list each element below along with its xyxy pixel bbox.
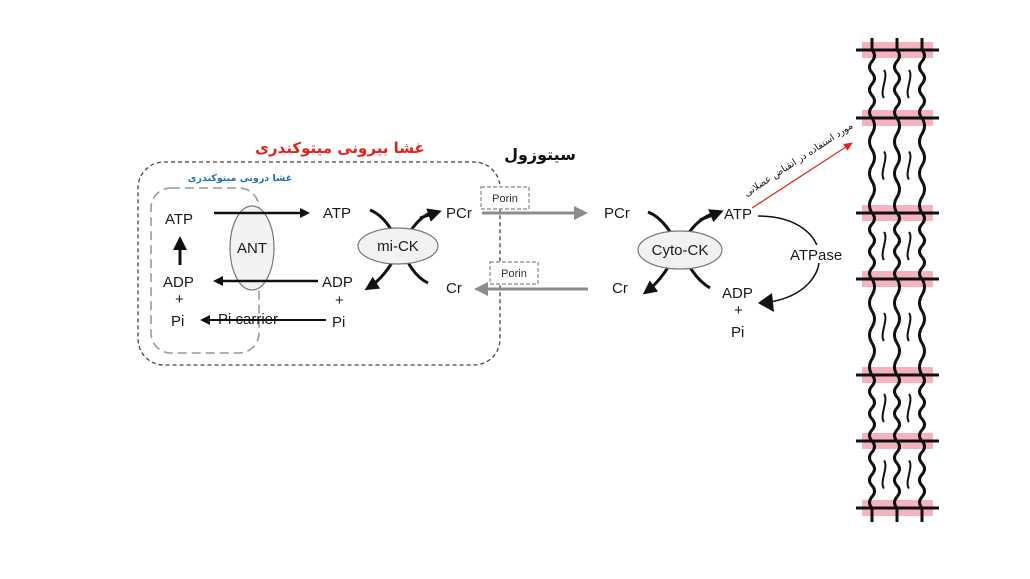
cytosol-title: سیتوزول — [504, 145, 576, 164]
matrix-plus: + — [175, 291, 184, 308]
mi-ck-enzyme — [357, 227, 439, 265]
ims-adp: ADP — [322, 274, 353, 291]
mito-cr: Cr — [446, 280, 462, 297]
cyto-plus: + — [734, 302, 743, 319]
outer-membrane — [137, 161, 501, 366]
porin-bottom-label: Porin — [501, 268, 527, 280]
atpase-label-bg — [788, 245, 844, 263]
ant-translocator — [229, 205, 275, 291]
mick-pcr-arrow — [419, 208, 442, 222]
cyto-pi: Pi — [731, 324, 744, 341]
cyto-adp: ADP — [722, 285, 753, 302]
ant-label: ANT — [237, 240, 267, 257]
outer-membrane-title: غشا بیرونی میتوکندری — [255, 139, 425, 157]
matrix-adp: ADP — [163, 274, 194, 291]
cyto-ck-enzyme — [637, 230, 723, 270]
porin-top-box — [480, 186, 530, 210]
ims-atp: ATP — [323, 205, 351, 222]
usage-note: مورد استفاده در انقباض عضلانی — [742, 121, 855, 200]
porin-bottom-box — [489, 261, 539, 285]
cyto-pcr: PCr — [604, 205, 630, 222]
mito-pcr: PCr — [446, 205, 472, 222]
atpase-label: ATPase — [790, 247, 842, 264]
ims-pi: Pi — [332, 314, 345, 331]
porin-top-label: Porin — [492, 193, 518, 205]
mi-ck-label: mi-CK — [377, 238, 419, 255]
atpase-arrowhead — [758, 293, 774, 312]
inner-membrane-title: غشا درونی میتوکندری — [188, 173, 292, 184]
matrix-pi: Pi — [171, 313, 184, 330]
cyto-atp: ATP — [724, 206, 752, 223]
cyto-ck-label: Cyto-CK — [652, 242, 709, 259]
ims-plus: + — [335, 292, 344, 309]
sarcomere-icon — [856, 38, 939, 522]
usage-arrow — [751, 142, 853, 209]
cyto-cr: Cr — [612, 280, 628, 297]
matrix-atp: ATP — [165, 211, 193, 228]
